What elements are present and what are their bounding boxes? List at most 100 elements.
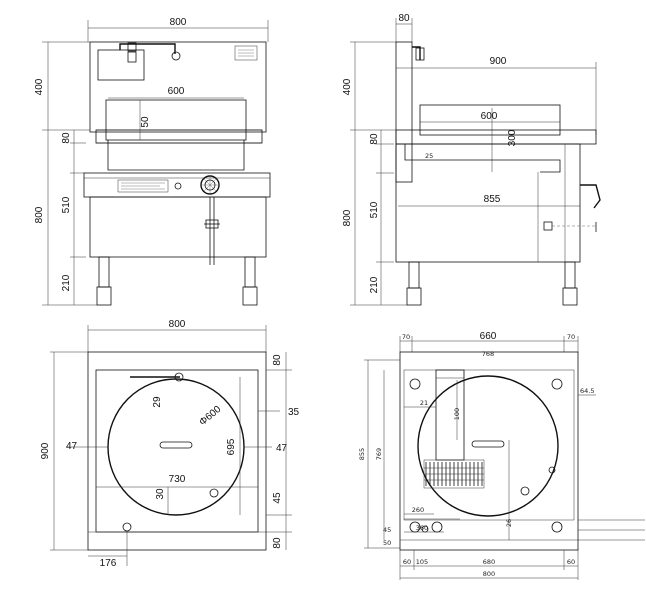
front-faucet-joint [127,51,137,63]
top-width-800-label: 800 [169,319,186,330]
plan-outer-frame [399,351,579,551]
top-bottom-80-label: 80 [272,537,283,549]
plan-inner-frame [403,369,575,521]
side-pan-rim [419,104,561,136]
top-view: 800 29 Φ600 35 47 47 695 730 30 80 [40,319,300,569]
side-back-80-label: 80 [398,13,410,24]
side-pan-bottom [404,144,561,173]
side-small-25-label: 25 [425,152,433,160]
plan-depth-855-label: 855 [358,448,366,460]
plan-pan-circle [417,375,559,517]
plan-inner-768-label: 768 [482,350,494,358]
plan-view: 70 660 70 768 21 260 [358,331,645,580]
front-control-band [83,172,271,198]
plan-depth-769-label: 769 [375,448,383,460]
front-height-510-label: 510 [61,196,72,213]
front-indicator-light [174,182,182,190]
plan-width-680-label: 680 [483,558,495,566]
side-tilt-handle [580,184,601,209]
plan-small-21-label: 21 [420,399,428,407]
top-outer-frame [87,351,267,551]
front-label-plate [117,179,169,193]
side-height-400-label: 400 [342,78,353,95]
front-cabinet [89,196,267,258]
plan-d-260-label: 260 [412,506,424,514]
side-drain-valve [543,221,553,231]
plan-lid-handle [471,440,505,448]
top-left-176-label: 176 [100,558,117,569]
plan-depth-105-label: 105 [416,558,428,566]
plan-left-60-label: 60 [403,558,411,566]
front-faucet-valve [127,42,137,52]
front-width-800-label: 800 [170,17,187,28]
plan-depth-26-label: 26 [505,519,513,527]
plan-total-800-label: 800 [483,570,495,578]
top-offset-29-label: 29 [152,396,163,408]
front-view: 800 600 50 [34,17,271,306]
top-bottom-30-label: 30 [155,488,166,500]
top-lid-handle [159,441,193,449]
plan-left-70-label: 70 [402,333,410,341]
top-depth-900-label: 900 [40,442,51,459]
side-length-855-label: 855 [484,194,501,205]
front-height-800-label: 800 [34,206,45,223]
plan-right-60-label: 60 [567,558,575,566]
front-pan-depth-50-label: 50 [140,116,151,128]
side-height-510-label: 510 [369,201,380,218]
side-pan-depth-300-label: 300 [507,129,518,146]
front-faucet-pipe [119,43,176,54]
front-top-rim [95,129,263,144]
plan-drain-fitting [431,521,443,533]
top-left-47-label: 47 [66,441,78,452]
front-logo-plate [234,45,258,61]
front-backsplash [89,41,267,133]
front-pan-rim [105,99,247,141]
side-pan-width-600-label: 600 [481,111,498,122]
side-length-900-label: 900 [490,56,507,67]
front-leg-left [98,256,110,288]
front-foot-left [96,286,112,306]
front-faucet-knob [171,51,181,61]
side-height-80-label: 80 [369,133,380,145]
side-cabinet [395,143,581,263]
front-height-210-label: 210 [61,274,72,291]
front-control-plate [97,49,145,81]
front-height-80-label: 80 [61,132,72,144]
plan-bolt-tl [409,378,421,390]
plan-bolt-tr [551,378,563,390]
side-foot-left [406,287,422,306]
side-backsplash [395,41,413,183]
top-gap-45-label: 45 [272,492,283,504]
top-top-80-label: 80 [272,354,283,366]
front-leg-right [244,256,256,288]
side-height-210-label: 210 [369,276,380,293]
side-foot-right [562,287,578,306]
top-width-730-label: 730 [169,474,186,485]
top-front-knob [122,522,132,532]
front-pan-body [107,140,245,171]
plan-right-64-5-label: 64.5 [580,387,594,395]
front-foot-right [242,286,258,306]
side-top-rim [395,129,597,145]
plan-width-660-label: 660 [480,331,497,342]
side-leg-right [564,261,576,289]
side-leg-left [408,261,420,289]
plan-small-45-label: 45 [383,526,391,534]
side-faucet [412,46,421,60]
top-gap-35-label: 35 [288,407,300,418]
top-right-47-label: 47 [276,443,288,454]
top-height-695-label: 695 [226,438,237,455]
plan-d-360-label: 360 [416,524,428,532]
plan-inner-100-label: 100 [453,408,461,420]
top-pan-circle [107,378,245,516]
front-height-400-label: 400 [34,78,45,95]
top-diameter-label: Φ600 [197,404,223,429]
top-drain-hole [209,488,219,498]
plan-right-70-label: 70 [567,333,575,341]
side-height-800-label: 800 [342,209,353,226]
plan-heating-coils [423,459,485,489]
side-view: 80 900 600 300 25 855 [342,13,601,306]
plan-drain-hole [520,486,530,496]
front-pan-width-600-label: 600 [168,86,185,97]
